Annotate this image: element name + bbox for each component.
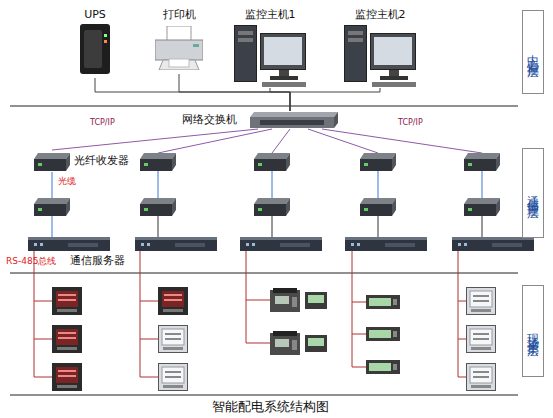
ups-symbol <box>80 24 110 74</box>
layer-name: 中心监控层 <box>523 11 543 93</box>
pc-symbol <box>345 26 417 88</box>
protector-display-screen <box>308 338 324 346</box>
comm-server <box>345 237 427 251</box>
rs485-bus <box>246 251 270 343</box>
rs485-bus <box>458 251 466 377</box>
fiber-transceiver <box>140 153 176 171</box>
motor-protector <box>270 288 300 312</box>
rs485-bus <box>352 251 366 367</box>
small-meter <box>366 327 400 341</box>
server-symbol <box>28 237 110 251</box>
rs485-bus <box>140 251 158 377</box>
fiber-line <box>272 171 273 198</box>
fiber-transceiver <box>34 198 70 216</box>
node-label: 光纤收发器 <box>74 154 142 167</box>
motor-protector <box>270 331 300 355</box>
connector-line <box>270 88 290 111</box>
comm-server <box>240 237 322 251</box>
layer-name: 现场采集层 <box>523 286 543 376</box>
protector-display-screen <box>308 295 324 303</box>
transceiver-node: 光纤收发器 <box>34 150 142 172</box>
server-icon <box>28 237 110 251</box>
comm-server <box>452 237 534 251</box>
link-line <box>482 216 483 237</box>
fiber-transceiver <box>254 153 290 171</box>
pc-icon <box>234 25 306 87</box>
node-label: 通信服务器 <box>70 254 140 267</box>
pc-icon <box>344 25 416 87</box>
bus-label: RS-485总线 <box>6 256 56 267</box>
node-label: UPS <box>72 8 118 21</box>
power-meter <box>52 287 82 315</box>
power-meter <box>467 288 496 315</box>
tcp-line <box>322 129 482 153</box>
edge-label: TCP/IP <box>90 117 115 128</box>
ups-node: UPS <box>72 8 118 78</box>
xcvr-symbol <box>34 153 70 171</box>
layer-separator <box>10 106 518 107</box>
layer-label-box: 现场采集层 <box>522 285 544 377</box>
printer-node: 打印机 <box>148 8 210 74</box>
node-label: 网络交换机 <box>182 113 248 126</box>
fiber-transceiver <box>464 198 500 216</box>
tcp-line <box>158 129 272 153</box>
host-node: 监控主机1 <box>222 8 318 88</box>
power-meter <box>159 326 188 353</box>
link-line <box>272 216 273 237</box>
power-meter <box>52 325 82 353</box>
link-line <box>378 216 379 237</box>
switch-symbol <box>250 112 338 128</box>
fiber-transceiver <box>360 198 396 216</box>
small-meter <box>366 360 400 374</box>
node-label: 监控主机2 <box>332 8 428 21</box>
protector-display-unit <box>305 292 327 309</box>
fiber-transceiver <box>140 198 176 216</box>
figure-caption: 智能配电系统结构图 <box>150 399 390 415</box>
power-meter <box>467 364 496 391</box>
power-meter <box>158 287 188 315</box>
power-meter <box>159 364 188 391</box>
connector-line <box>52 129 258 150</box>
switch-node: 网络交换机 <box>182 111 340 129</box>
layer-separator <box>10 273 518 274</box>
connector-line <box>290 88 380 111</box>
fiber-transceiver <box>464 153 500 171</box>
protocol-label: TCP/IP <box>398 117 423 128</box>
switch-icon <box>250 112 338 128</box>
link-line <box>158 216 159 237</box>
edge-label: 光缆 <box>58 176 76 187</box>
host-node: 监控主机2 <box>332 8 428 88</box>
xcvr-icon <box>34 153 70 171</box>
fiber-transceiver <box>254 198 290 216</box>
power-meter <box>52 363 82 391</box>
node-label: 监控主机1 <box>222 8 318 21</box>
pc-symbol <box>235 26 307 88</box>
ups-icon <box>80 24 110 74</box>
fiber-transceiver <box>360 153 396 171</box>
power-meter <box>467 326 496 353</box>
small-meter <box>366 295 400 309</box>
printer-icon <box>155 26 203 70</box>
tcp-line <box>272 129 290 153</box>
protector-display-unit <box>305 335 327 352</box>
comm-server <box>135 237 217 251</box>
fiber-line <box>378 171 379 198</box>
fiber-line <box>158 171 159 198</box>
layer-separator <box>10 395 518 396</box>
rs485-bus <box>34 251 52 377</box>
node-label: 打印机 <box>148 8 210 21</box>
printer-symbol <box>155 26 203 70</box>
layer-label-box: 通信管理层 <box>522 148 544 238</box>
layer-name: 通信管理层 <box>523 149 543 237</box>
fiber-line <box>482 171 483 198</box>
layer-label-box: 中心监控层 <box>522 10 544 94</box>
connector-line <box>95 78 290 111</box>
